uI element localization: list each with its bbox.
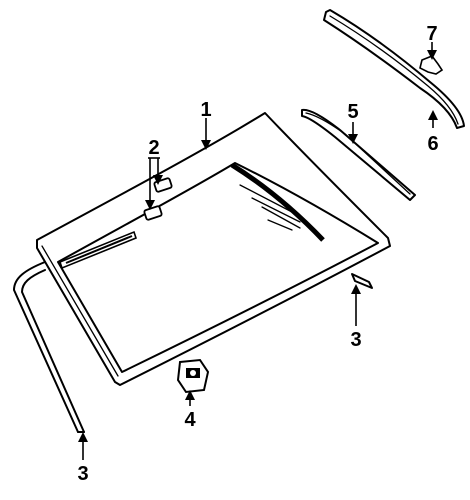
- callout-molding-clip: 7: [426, 23, 438, 60]
- callout-retainer-clip: 2: [148, 137, 159, 159]
- callout-label: 6: [427, 133, 438, 155]
- callout-side-molding-right: 3: [350, 284, 362, 351]
- callout-label: 3: [350, 329, 361, 351]
- callout-label: 4: [184, 409, 196, 431]
- callout-roof-molding: 6: [427, 110, 439, 155]
- callout-bracket: 4: [184, 390, 196, 431]
- callout-label: 1: [200, 99, 211, 121]
- retainer-clip-part: [143, 157, 173, 221]
- windshield-glass: [36, 112, 391, 386]
- callout-side-molding-left: 3: [77, 432, 89, 485]
- upper-molding-part: [301, 108, 416, 201]
- molding-clip-part: [419, 55, 444, 75]
- roof-molding-part: [323, 9, 465, 129]
- callout-upper-molding: 5: [347, 101, 359, 144]
- callout-label: 3: [77, 463, 88, 485]
- bracket-part: [176, 358, 210, 394]
- side-molding-right-part: [351, 273, 373, 289]
- callout-label: 2: [148, 137, 159, 159]
- callout-windshield: 1: [200, 99, 212, 150]
- callout-label: 7: [426, 23, 437, 45]
- callout-label: 5: [347, 101, 358, 123]
